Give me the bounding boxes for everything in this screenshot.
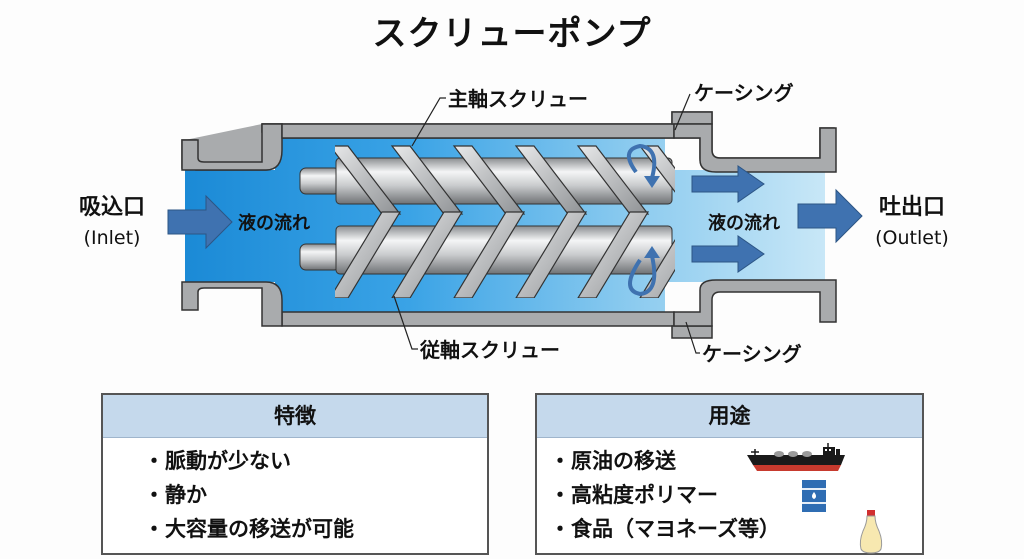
uses-panel: 用途 ・原油の移送 ・高粘度ポリマー ・食品（マヨネーズ等） — [535, 393, 924, 555]
label-casing-top: ケーシング — [694, 81, 794, 105]
list-item: ・静か — [143, 483, 208, 507]
inlet-arrow — [167, 194, 233, 250]
leader-casing-top — [674, 93, 691, 131]
mayonnaise-bottle-icon — [859, 510, 883, 554]
label-outlet-en: (Outlet) — [875, 227, 949, 249]
leader-main-screw — [411, 97, 446, 147]
list-item: ・脈動が少ない — [143, 449, 292, 473]
label-main-screw: 主軸スクリュー — [448, 87, 588, 111]
list-item: ・食品（マヨネーズ等） — [549, 517, 780, 541]
leader-driven-screw — [393, 295, 418, 350]
features-list: ・脈動が少ない ・静か ・大容量の移送が可能 — [103, 438, 487, 546]
label-flow-left: 液の流れ — [238, 212, 310, 234]
flow-arrow-lower — [691, 235, 765, 273]
oil-drum-icon — [802, 480, 826, 512]
flow-arrow-upper — [691, 165, 765, 203]
uses-heading: 用途 — [537, 395, 922, 438]
label-outlet-jp: 吐出口 — [879, 195, 945, 220]
tanker-ship-icon — [747, 443, 845, 471]
main-screw-shaft-stub — [299, 167, 341, 195]
label-driven-screw: 従軸スクリュー — [419, 338, 560, 362]
outlet-arrow — [797, 188, 863, 244]
rotation-arrow-driven — [628, 246, 660, 297]
features-heading: 特徴 — [103, 395, 487, 438]
label-flow-right: 液の流れ — [708, 212, 780, 234]
leader-casing-bottom — [685, 321, 700, 354]
features-panel: 特徴 ・脈動が少ない ・静か ・大容量の移送が可能 — [101, 393, 489, 555]
driven-screw-shaft-stub — [299, 243, 341, 271]
label-inlet-jp: 吸込口 — [79, 195, 145, 220]
label-casing-bottom: ケーシング — [702, 342, 802, 366]
driven-screw — [335, 211, 675, 298]
rotation-arrow-main — [627, 143, 660, 188]
main-screw — [335, 145, 675, 215]
list-item: ・高粘度ポリマー — [549, 483, 719, 507]
list-item: ・原油の移送 — [549, 449, 677, 473]
uses-list: ・原油の移送 ・高粘度ポリマー ・食品（マヨネーズ等） — [537, 438, 922, 546]
list-item: ・大容量の移送が可能 — [143, 517, 355, 541]
screw-pump-diagram: 主軸スクリュー ケーシング 従軸スクリュー ケーシング 吸込口 (Inlet) … — [79, 81, 949, 366]
casing — [181, 111, 837, 339]
label-inlet-en: (Inlet) — [84, 227, 141, 249]
page-title: スクリューポンプ — [372, 14, 652, 54]
